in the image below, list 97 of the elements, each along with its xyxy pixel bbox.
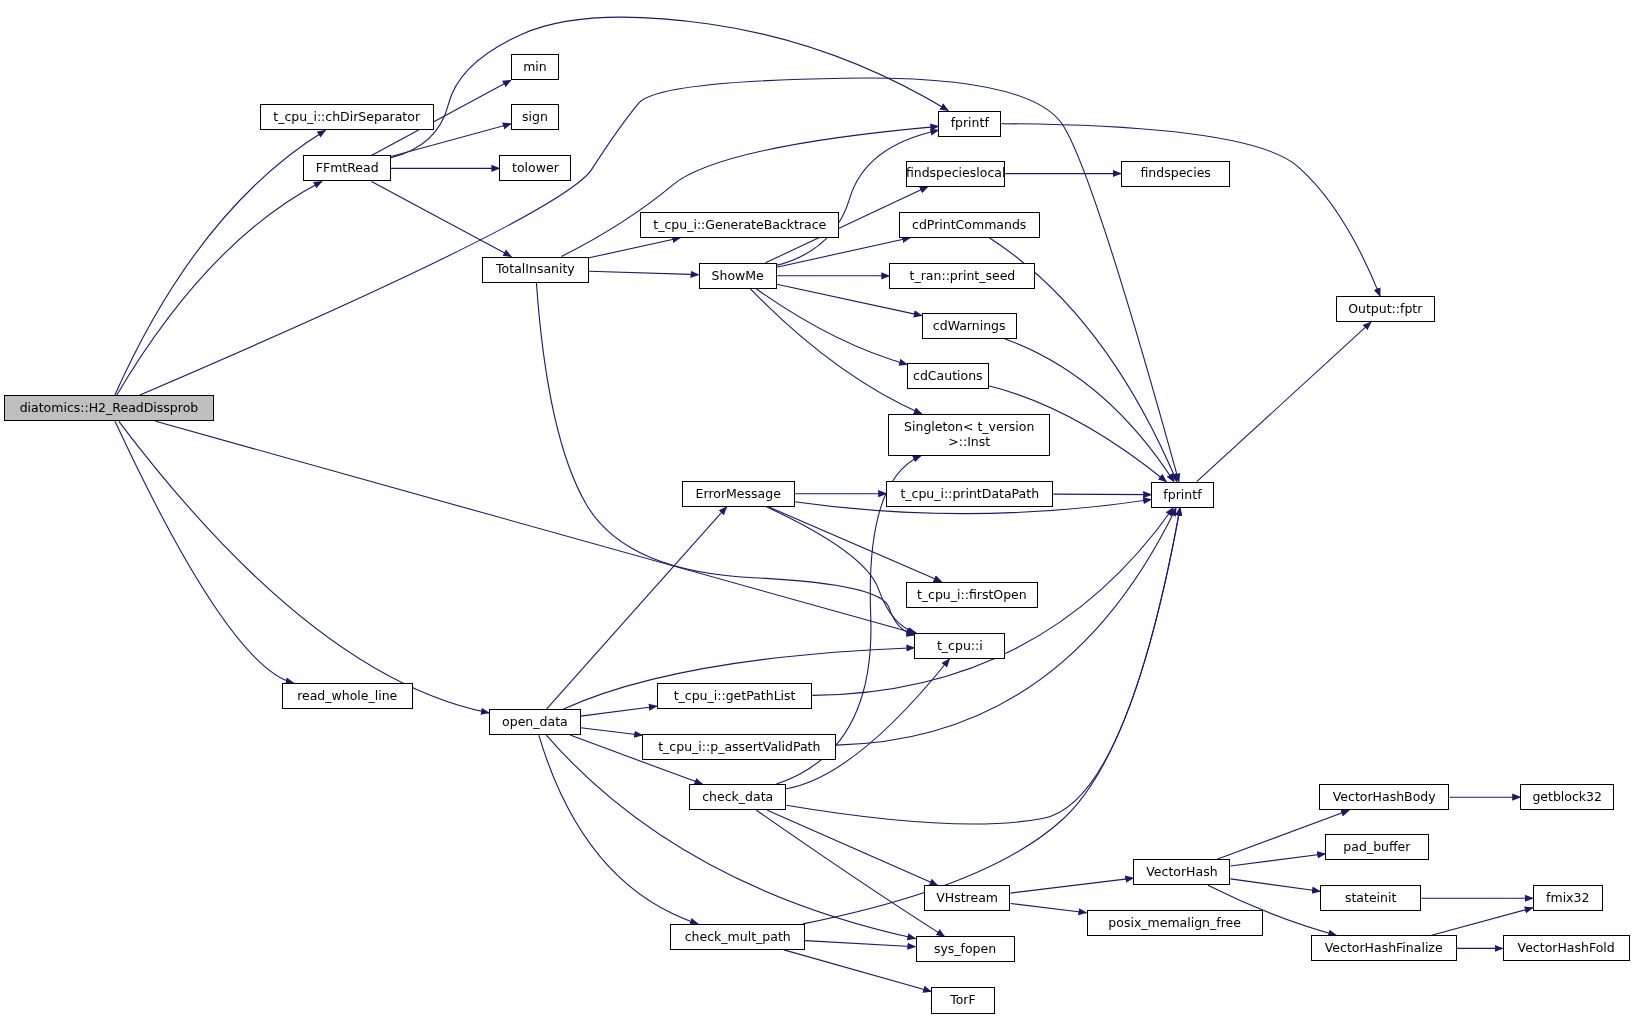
function-box: t_cpu_i::GenerateBacktrace <box>640 211 840 238</box>
call-arrow <box>811 507 1174 696</box>
function-box: open_data <box>489 709 581 736</box>
function-box: t_ran::print_seed <box>889 262 1036 289</box>
function-box: getblock32 <box>1520 784 1615 811</box>
function-box: read_whole_line <box>281 683 413 710</box>
call-arrow <box>775 455 922 785</box>
call-arrow <box>987 385 1168 483</box>
call-arrow <box>1004 338 1175 483</box>
call-arrow <box>1000 123 1381 297</box>
call-arrow <box>1196 321 1372 483</box>
function-box: min <box>510 54 559 81</box>
call-arrow <box>766 809 939 886</box>
call-arrow <box>538 734 699 925</box>
call-arrow <box>1420 894 1534 902</box>
function-box: posix_memalign_free <box>1086 910 1263 937</box>
function-box: cdWarnings <box>921 312 1017 339</box>
call-arrow <box>545 506 728 710</box>
function-box: sign <box>510 104 559 131</box>
call-arrow <box>765 506 917 634</box>
call-arrow <box>580 703 658 717</box>
function-box: check_data <box>689 784 787 811</box>
call-arrow <box>390 122 512 158</box>
call-arrow <box>1448 793 1522 801</box>
call-arrow <box>138 77 1181 483</box>
function-box: VHstream <box>923 885 1011 912</box>
function-box: findspecieslocal <box>906 160 1006 187</box>
function-box: t_cpu_i::firstOpen <box>906 581 1038 608</box>
call-arrow <box>1207 884 1338 937</box>
call-arrow <box>114 420 295 684</box>
function-box: t_cpu_i::p_assertValidPath <box>642 734 837 761</box>
call-arrow <box>1456 944 1504 952</box>
function-box: VectorHashFold <box>1502 935 1630 962</box>
function-box: stateinit <box>1320 885 1422 912</box>
function-box: FFmtRead <box>303 155 391 182</box>
call-arrow <box>390 164 501 172</box>
call-arrow <box>580 727 644 738</box>
call-arrow <box>545 734 917 941</box>
function-box: TotalInsanity <box>481 256 590 283</box>
function-box: fprintf <box>938 110 1001 137</box>
call-arrow <box>118 420 490 715</box>
call-arrow <box>562 644 916 710</box>
function-box: VectorHash <box>1133 859 1231 886</box>
root-function-box: diatomics::H2_ReadDissprob <box>4 395 214 422</box>
call-arrow <box>783 949 933 993</box>
function-box: cdCautions <box>907 362 989 389</box>
call-arrow <box>1229 878 1321 894</box>
function-box: TorF <box>931 987 995 1014</box>
function-box: tolower <box>499 155 572 182</box>
function-box: cdPrintCommands <box>898 211 1040 238</box>
call-arrow <box>1216 809 1350 860</box>
function-box: VectorHashBody <box>1319 784 1450 811</box>
function-box: fmix32 <box>1532 885 1603 912</box>
call-arrow <box>1052 490 1153 499</box>
call-arrow <box>802 506 1183 925</box>
function-box: VectorHashFinalize <box>1310 935 1457 962</box>
call-arrow <box>794 490 888 498</box>
function-box: ShowMe <box>698 262 777 289</box>
function-box: fprintf <box>1151 481 1214 508</box>
function-box: Singleton< t_version >::Inst <box>888 413 1050 456</box>
call-arrow <box>116 180 323 396</box>
call-arrow <box>560 123 940 258</box>
function-box: check_mult_path <box>670 923 805 950</box>
call-arrow <box>588 270 700 278</box>
function-box: ErrorMessage <box>681 480 795 507</box>
call-arrow <box>569 734 704 785</box>
function-box: findspecies <box>1120 160 1231 187</box>
call-arrow <box>755 809 946 937</box>
call-arrow <box>804 940 917 950</box>
function-box: t_cpu::i <box>914 632 1006 659</box>
call-arrow <box>114 129 327 396</box>
function-box: pad_buffer <box>1325 834 1429 861</box>
call-arrow <box>1009 875 1135 894</box>
call-arrow <box>370 180 512 258</box>
call-arrow <box>390 16 949 159</box>
call-arrow <box>749 288 923 415</box>
call-arrow <box>776 283 923 318</box>
function-box: t_cpu_i::printDataPath <box>886 480 1054 507</box>
call-arrow <box>755 288 909 366</box>
call-arrow <box>835 507 1177 746</box>
function-box: sys_fopen <box>915 936 1015 963</box>
call-arrow <box>776 128 940 266</box>
call-arrow <box>794 497 1153 515</box>
call-arrow <box>988 237 1178 483</box>
call-arrow <box>1431 906 1534 936</box>
call-arrow <box>785 658 950 790</box>
call-arrow <box>1009 902 1088 916</box>
call-arrow <box>535 282 916 637</box>
function-box: Output::fptr <box>1335 296 1435 323</box>
call-arrow <box>155 420 916 635</box>
call-arrow <box>764 186 929 264</box>
call-arrow <box>1004 170 1122 178</box>
call-arrow <box>370 79 512 156</box>
function-box: t_cpu_i::getPathList <box>656 683 813 710</box>
function-box: t_cpu_i::chDirSeparator <box>259 104 434 131</box>
call-arrow <box>1229 851 1327 867</box>
call-arrow <box>776 272 891 280</box>
